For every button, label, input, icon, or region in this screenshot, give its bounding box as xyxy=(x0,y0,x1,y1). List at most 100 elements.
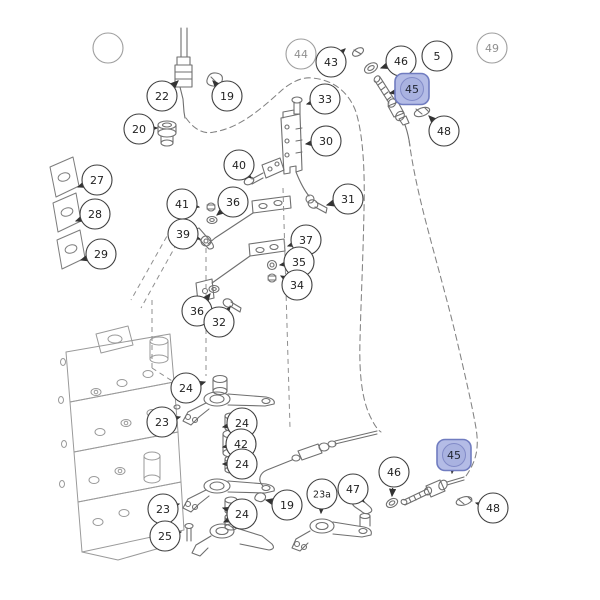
callout-circle xyxy=(79,198,111,230)
callout-circle xyxy=(217,186,249,218)
callout-arrow xyxy=(264,498,274,506)
callout-circle xyxy=(476,32,508,64)
callout-arrow xyxy=(197,380,207,388)
callout-circle xyxy=(149,520,181,552)
lower-right-cable-end xyxy=(385,476,473,509)
callout-46: 46 xyxy=(378,456,410,498)
callout-circle xyxy=(146,80,178,112)
callout-circle xyxy=(170,372,202,404)
callout-label: 24 xyxy=(179,382,193,395)
callout-arrow xyxy=(170,80,179,89)
callout-24: 24 xyxy=(170,372,207,404)
callout-label: 43 xyxy=(324,56,338,69)
callout-29: 29 xyxy=(79,238,117,270)
callout-circle xyxy=(223,149,255,181)
callout-24: 24 xyxy=(221,448,258,480)
callout-circle xyxy=(226,448,258,480)
callout-32: 32 xyxy=(203,306,235,338)
callout-circle xyxy=(285,38,317,70)
control-valve-block xyxy=(58,325,185,561)
callout-label: 42 xyxy=(234,438,248,451)
callout-arrow xyxy=(221,421,231,430)
callout-arrow xyxy=(305,98,315,106)
callout-5: 5 xyxy=(421,40,453,72)
callout-47: 47 xyxy=(337,473,369,505)
callout-48: 48 xyxy=(428,115,460,147)
callout-circle xyxy=(310,125,342,157)
callout-label: 39 xyxy=(176,228,190,241)
callout-circle xyxy=(337,473,369,505)
callout-label: 37 xyxy=(299,234,313,247)
callout-circle xyxy=(123,113,155,145)
callout-arrow xyxy=(325,199,335,207)
callout-23a: 23a xyxy=(306,478,338,515)
callout-label: 33 xyxy=(318,93,332,106)
callout-49: 49 xyxy=(476,32,508,64)
callout-23: 23 xyxy=(146,406,182,438)
callout-label: 19 xyxy=(280,499,294,512)
callout-40: 40 xyxy=(223,149,255,181)
callout-circle xyxy=(81,164,113,196)
callout-30: 30 xyxy=(304,125,342,157)
callout-circle xyxy=(378,456,410,488)
callout-arrow xyxy=(76,181,87,188)
callout-label: 22 xyxy=(155,90,169,103)
callout-circle xyxy=(309,83,341,115)
callout-arrow xyxy=(379,62,389,70)
callout-23: 23 xyxy=(147,493,181,525)
callout-arrow xyxy=(79,254,89,262)
callout-label: 41 xyxy=(175,198,189,211)
callout-45[interactable]: 45 xyxy=(388,72,430,106)
callout-arrow xyxy=(304,139,314,147)
callout-33: 33 xyxy=(305,83,341,115)
callout-circle xyxy=(226,498,258,530)
callout-label: 34 xyxy=(290,279,304,292)
callout-label: 48 xyxy=(437,125,451,138)
callout-label: 5 xyxy=(434,50,441,63)
upper-right-cable-end xyxy=(351,47,431,147)
callout-arrow xyxy=(222,306,231,315)
callout-label: 49 xyxy=(485,42,499,55)
callout-48: 48 xyxy=(474,492,509,524)
callout-label: 25 xyxy=(158,530,172,543)
callout-label: 35 xyxy=(292,256,306,269)
callout-arrow xyxy=(221,506,231,514)
callout-45[interactable]: 45 xyxy=(436,438,472,475)
mid-cable xyxy=(259,430,378,487)
callout-arrow xyxy=(388,88,398,96)
callout-label: 19 xyxy=(220,90,234,103)
callout-label: 24 xyxy=(235,458,249,471)
callout-37: 37 xyxy=(286,224,322,256)
callout-label: 24 xyxy=(235,508,249,521)
callout-arrow xyxy=(172,415,182,423)
callout-19: 19 xyxy=(264,489,303,521)
callout-31: 31 xyxy=(325,183,364,215)
callout-label: 31 xyxy=(341,193,355,206)
callout-label: 23 xyxy=(155,416,169,429)
callout-label: 45 xyxy=(405,83,419,96)
callout-arrow xyxy=(212,80,221,89)
callout-circle xyxy=(281,269,313,301)
callout-circle xyxy=(203,306,235,338)
callout-arrow xyxy=(216,207,225,216)
bracket-assembly xyxy=(194,96,328,313)
callout-label: 45 xyxy=(447,449,461,462)
callout-35: 35 xyxy=(278,246,315,278)
callout-label: 46 xyxy=(394,55,408,68)
callout-label: 47 xyxy=(346,483,360,496)
callout-circle xyxy=(421,40,453,72)
callout-circle xyxy=(428,115,460,147)
callout-24: 24 xyxy=(221,498,258,530)
highlight-inner-circle xyxy=(400,77,424,101)
callout-label: 23a xyxy=(313,489,331,500)
callout-19: 19 xyxy=(211,80,243,112)
callout-label: 36 xyxy=(190,305,204,318)
callout-circle xyxy=(271,489,303,521)
callout-44: 44 xyxy=(285,38,317,70)
callout-circle xyxy=(477,492,509,524)
callout-blank xyxy=(92,32,124,64)
callout-label: 46 xyxy=(387,466,401,479)
callout-39: 39 xyxy=(167,218,202,250)
